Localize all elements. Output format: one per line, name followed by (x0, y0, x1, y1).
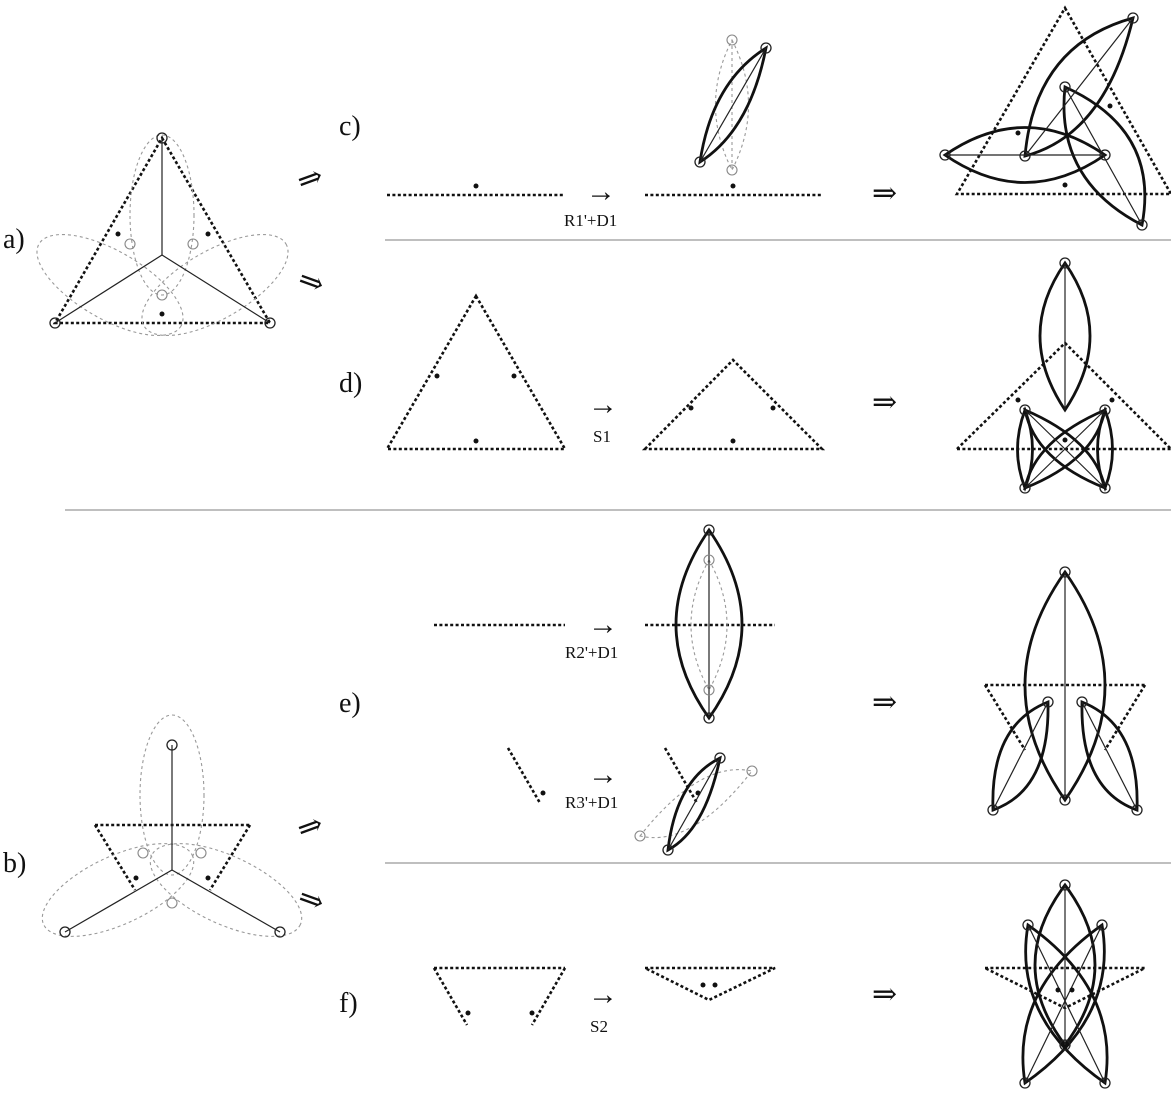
panel-label-f: f) (339, 988, 358, 1019)
panel-label-e: e) (339, 688, 361, 719)
figure-f-input (432, 966, 567, 1026)
implies-c: ⇒ (872, 177, 897, 210)
arrow-c: → (586, 175, 616, 208)
arrow-d: → (588, 388, 618, 421)
arrow-e-bottom: → (588, 758, 618, 791)
implies-d: ⇒ (872, 386, 897, 419)
figure-e-input-bottom (506, 747, 546, 804)
figure-f-result (644, 966, 776, 1002)
arrow-e-top: → (588, 608, 618, 641)
figure-e-result-bottom (634, 747, 758, 856)
operation-label-d: S1 (593, 427, 611, 446)
figure-f-final (984, 879, 1146, 1089)
operation-label-c: R1'+D1 (564, 211, 617, 230)
figure-d-input (384, 293, 568, 451)
figure-e-final (983, 566, 1147, 816)
figure-e-result-top (645, 524, 775, 724)
figure-d-result (641, 358, 826, 451)
operation-label-e-bottom: R3'+D1 (565, 793, 618, 812)
panel-label-c: c) (339, 111, 361, 142)
operation-label-e-top: R2'+D1 (565, 643, 618, 662)
panel-label-d: d) (339, 368, 362, 399)
panel-label-a: a) (3, 224, 25, 255)
figure-c-final (939, 5, 1171, 231)
implies-a-to-c: ⇒ (293, 159, 328, 199)
operation-label-f: S2 (590, 1017, 608, 1036)
implies-b-to-f: ⇒ (294, 880, 329, 920)
figure-b (41, 714, 303, 938)
arrow-f: → (588, 978, 618, 1011)
figure-d-final (956, 257, 1171, 494)
implies-a-to-d: ⇒ (294, 262, 329, 302)
implies-b-to-e: ⇒ (293, 807, 328, 847)
implies-e: ⇒ (872, 686, 897, 719)
panel-label-b: b) (3, 848, 26, 879)
figure-c-input (387, 183, 565, 197)
figure-c-result (645, 34, 822, 197)
figure-a (36, 132, 289, 337)
implies-f: ⇒ (872, 978, 897, 1011)
